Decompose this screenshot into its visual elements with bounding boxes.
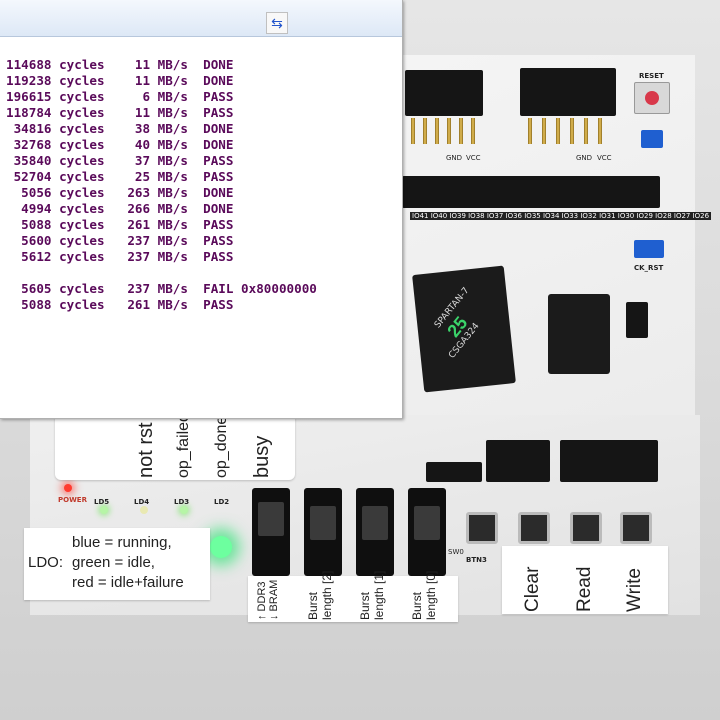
rgb-led-green bbox=[210, 536, 232, 558]
switch-burst-2[interactable] bbox=[304, 488, 342, 576]
button-label-card: Clear Read Write bbox=[502, 546, 668, 614]
terminal-line: 118784 cycles 11 MB/s PASS bbox=[6, 105, 234, 120]
silk-ld4: LD4 bbox=[134, 498, 150, 506]
jumper-ck-rst bbox=[634, 240, 664, 258]
terminal-titlebar: ⇆ bbox=[0, 0, 402, 37]
terminal-line bbox=[6, 265, 402, 281]
silk-ld5: LD5 bbox=[94, 498, 110, 506]
header-right bbox=[520, 68, 616, 116]
terminal-line: 5612 cycles 237 MB/s PASS bbox=[6, 249, 234, 264]
jumper-top bbox=[641, 130, 663, 148]
terminal-line: 5600 cycles 237 MB/s PASS bbox=[6, 233, 234, 248]
terminal-line: 32768 cycles 40 MB/s DONE bbox=[6, 137, 234, 152]
fpga-chip: SPARTAN-7 25 CSGA324 bbox=[412, 265, 516, 393]
silk-gnd1: GND bbox=[446, 154, 463, 162]
terminal-output: 114688 cycles 11 MB/s DONE 119238 cycles… bbox=[0, 37, 402, 313]
silk-power: POWER bbox=[58, 496, 87, 504]
pmod-header-row bbox=[402, 176, 660, 208]
ldo-title: LDO: bbox=[28, 554, 64, 571]
terminal-line: 114688 cycles 11 MB/s DONE bbox=[6, 57, 234, 72]
button-clear[interactable] bbox=[518, 512, 550, 544]
label-busy: busy bbox=[251, 435, 273, 478]
switch-burst-0[interactable] bbox=[408, 488, 446, 576]
ldo-legend-card: LDO: blue = running, green = idle, red =… bbox=[24, 528, 210, 600]
terminal-line: 4994 cycles 266 MB/s DONE bbox=[6, 201, 234, 216]
terminal-line: 5088 cycles 261 MB/s PASS bbox=[6, 217, 234, 232]
silk-vcc1: VCC bbox=[466, 154, 481, 162]
power-led bbox=[64, 484, 72, 492]
silk-gnd2: GND bbox=[576, 154, 593, 162]
button-label-clear: Clear bbox=[522, 566, 543, 612]
button-btn3[interactable] bbox=[466, 512, 498, 544]
button-read[interactable] bbox=[570, 512, 602, 544]
status-label-card: not rst op_failed op_done busy bbox=[55, 412, 295, 480]
header-analog bbox=[560, 440, 658, 482]
terminal-line: 5056 cycles 263 MB/s DONE bbox=[6, 185, 234, 200]
silk-btn3: BTN3 bbox=[466, 556, 487, 564]
button-label-write: Write bbox=[624, 568, 645, 612]
switch-burst-1[interactable] bbox=[356, 488, 394, 576]
silk-ck-rst: CK_RST bbox=[634, 264, 664, 272]
label-op-failed: op_failed bbox=[175, 413, 192, 478]
reset-button[interactable] bbox=[634, 82, 670, 114]
ldo-line-1: blue = running, bbox=[72, 534, 172, 551]
terminal-line: 34816 cycles 38 MB/s DONE bbox=[6, 121, 234, 136]
switch-label-burst-2: Burst length [2] bbox=[306, 570, 334, 620]
ld5-led bbox=[100, 506, 108, 514]
terminal-line: 35840 cycles 37 MB/s PASS bbox=[6, 153, 234, 168]
ldo-line-2: green = idle, bbox=[72, 554, 155, 571]
terminal-line: 5088 cycles 261 MB/s PASS bbox=[6, 297, 234, 312]
terminal-line: 196615 cycles 6 MB/s PASS bbox=[6, 89, 234, 104]
label-op-done: op_done bbox=[213, 415, 230, 478]
swap-arrows-icon[interactable]: ⇆ bbox=[266, 12, 288, 34]
header-j8 bbox=[426, 462, 482, 482]
ld3-led bbox=[180, 506, 188, 514]
jumper-header bbox=[626, 302, 648, 338]
header-j6 bbox=[486, 440, 550, 482]
switch-label-ddr3: ↑ DDR3 ↓ BRAM bbox=[256, 579, 280, 620]
serial-terminal-window: ⇆ 114688 cycles 11 MB/s DONE 119238 cycl… bbox=[0, 0, 403, 419]
ldo-line-3: red = idle+failure bbox=[72, 574, 184, 591]
header-left bbox=[405, 70, 483, 116]
reset-label: RESET bbox=[639, 72, 664, 80]
silk-ld3: LD3 bbox=[174, 498, 190, 506]
label-not-rst: not rst bbox=[135, 422, 157, 478]
terminal-line: 52704 cycles 25 MB/s PASS bbox=[6, 169, 234, 184]
terminal-line: 119238 cycles 11 MB/s DONE bbox=[6, 73, 234, 88]
button-label-read: Read bbox=[574, 566, 595, 612]
button-write[interactable] bbox=[620, 512, 652, 544]
switch-ddr3-bram[interactable] bbox=[252, 488, 290, 576]
silk-sw0: SW0 bbox=[448, 548, 464, 556]
switch-label-burst-0: Burst length [0] bbox=[410, 570, 438, 620]
silk-vcc2: VCC bbox=[597, 154, 612, 162]
silk-ld2: LD2 bbox=[214, 498, 230, 506]
switch-label-card: ↑ DDR3 ↓ BRAM Burst length [2] Burst len… bbox=[248, 570, 458, 622]
ld4-led bbox=[140, 506, 148, 514]
memory-chip bbox=[548, 294, 610, 374]
terminal-line: 5605 cycles 237 MB/s FAIL 0x80000000 bbox=[6, 281, 317, 296]
switch-label-burst-1: Burst length [1] bbox=[358, 570, 386, 620]
